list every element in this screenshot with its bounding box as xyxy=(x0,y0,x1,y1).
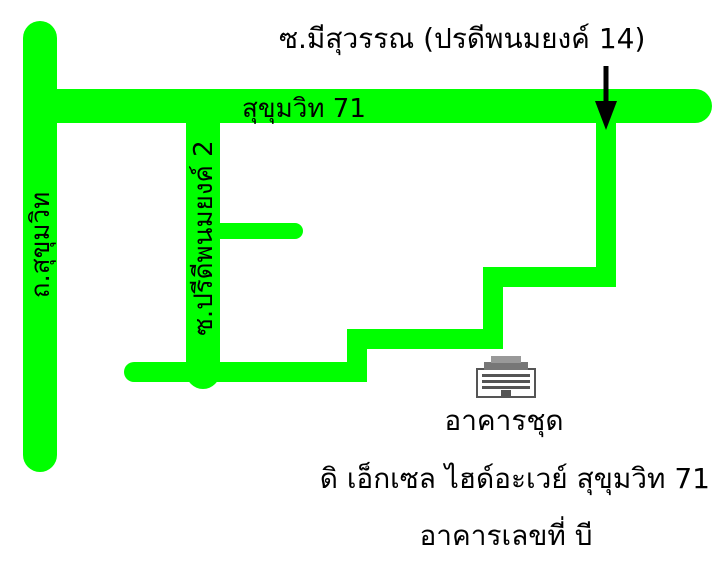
road-bottom-route xyxy=(124,96,616,382)
arrow-down-head xyxy=(595,101,617,130)
main-road-label: สุขุมวิท 71 xyxy=(242,94,366,124)
destination-name-label: ดิ เอ็กเซล ไฮด์อะเวย์ สุขุมวิท 71 xyxy=(320,461,710,496)
arrow-down-icon xyxy=(595,66,617,130)
building-number-label: อาคารเลขที่ บี xyxy=(419,516,592,552)
road-network xyxy=(23,21,712,472)
left-road-label: ถ.สุขุมวิท xyxy=(26,192,56,299)
top-soi-label: ซ.มีสุวรรณ (ปรดีพนมยงค์ 14) xyxy=(279,22,645,56)
destination-type-label: อาคารชุด xyxy=(444,404,563,438)
apartment-building-icon xyxy=(476,356,536,398)
side-soi-label: ซ.ปรีดีพนมยงค์ 2 xyxy=(189,140,219,335)
